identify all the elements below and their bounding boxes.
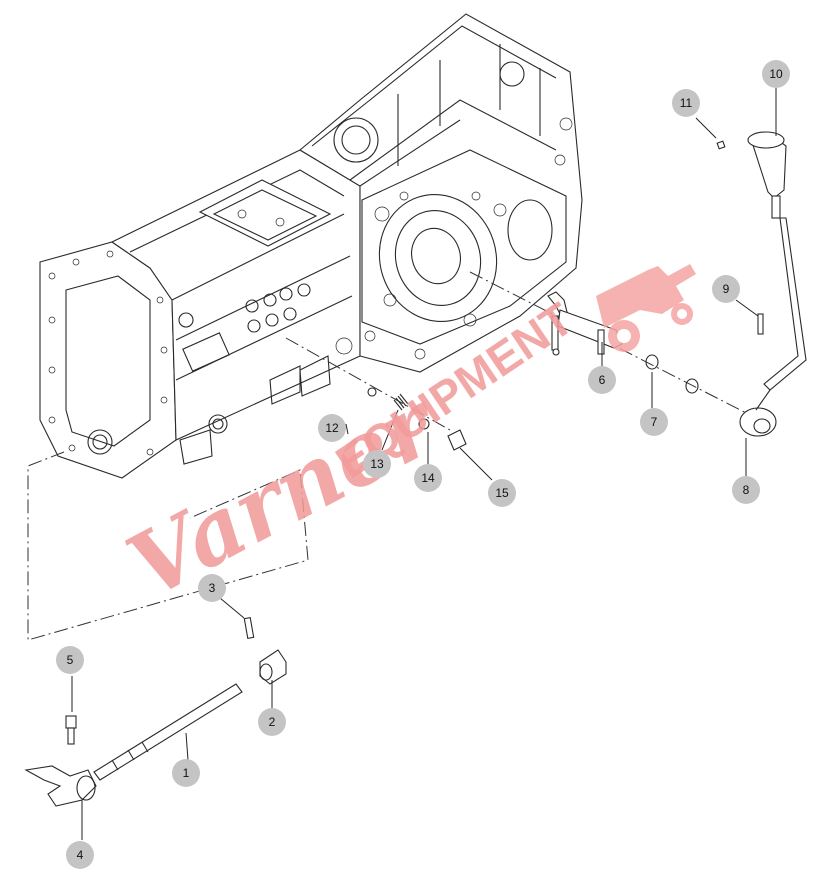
callout-6: 6 xyxy=(588,366,616,394)
callout-label: 5 xyxy=(67,653,74,667)
callout-10: 10 xyxy=(762,60,790,88)
callout-2: 2 xyxy=(258,708,286,736)
callout-label: 2 xyxy=(269,715,276,729)
callout-label: 15 xyxy=(495,486,509,500)
shift-lever-assembly xyxy=(285,131,807,451)
callout-label: 9 xyxy=(723,282,730,296)
callout-1: 1 xyxy=(172,759,200,787)
leader-lines xyxy=(71,88,777,840)
callout-13: 13 xyxy=(363,450,391,478)
tractor-icon xyxy=(596,264,696,352)
callout-5: 5 xyxy=(56,646,84,674)
callout-3: 3 xyxy=(198,574,226,602)
callout-label: 3 xyxy=(209,581,216,595)
transmission-housing xyxy=(39,13,583,479)
callout-11: 11 xyxy=(672,89,700,117)
callout-label: 14 xyxy=(421,471,435,485)
callout-15: 15 xyxy=(488,479,516,507)
callout-9: 9 xyxy=(712,275,740,303)
callout-label: 1 xyxy=(183,766,190,780)
callout-label: 6 xyxy=(599,373,606,387)
callout-12: 12 xyxy=(318,414,346,442)
callout-label: 8 xyxy=(743,483,750,497)
callout-label: 12 xyxy=(325,421,339,435)
assembly-phantom-line xyxy=(27,451,309,641)
shift-rod-assembly xyxy=(24,616,287,807)
callout-label: 11 xyxy=(680,96,693,110)
callout-7: 7 xyxy=(640,408,668,436)
callout-label: 13 xyxy=(370,457,384,471)
callout-label: 7 xyxy=(651,415,658,429)
callout-14: 14 xyxy=(414,464,442,492)
callout-label: 10 xyxy=(769,67,783,81)
callout-4: 4 xyxy=(66,841,94,869)
callout-label: 4 xyxy=(77,848,84,862)
callout-8: 8 xyxy=(732,476,760,504)
